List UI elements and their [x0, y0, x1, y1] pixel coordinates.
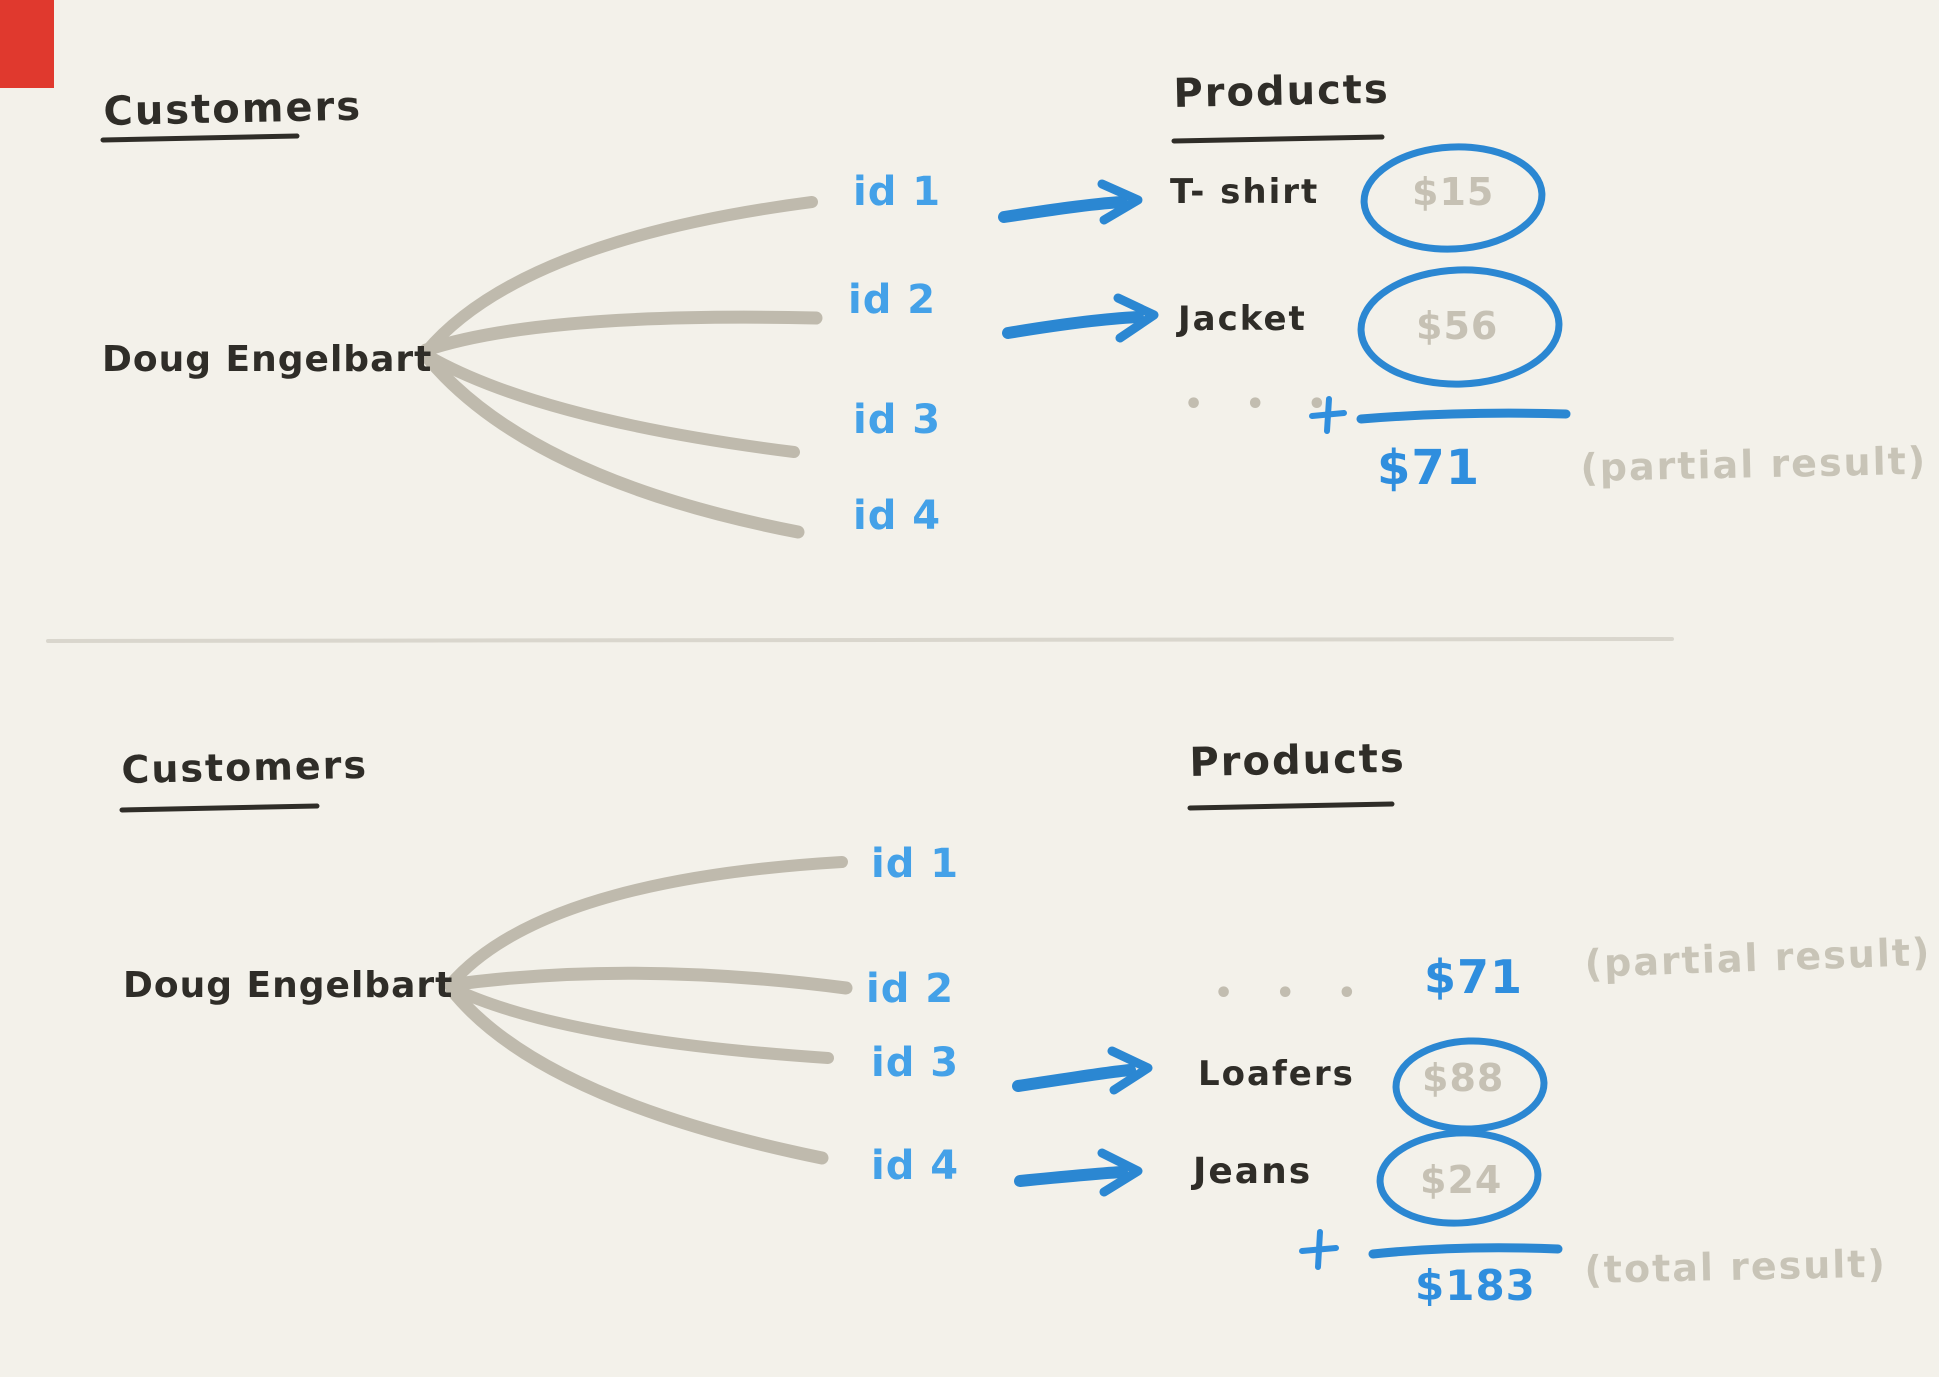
product-tshirt-label: T- shirt	[1170, 172, 1320, 212]
carryover-sum-value: $71	[1424, 950, 1524, 1004]
id2-label-bottom: id 2	[866, 966, 955, 1012]
products-heading-bottom: Products	[1188, 735, 1407, 786]
customer-name-bottom: Doug Engelbart	[123, 965, 454, 1006]
product-jeans-label: Jeans	[1193, 1151, 1313, 1192]
underline-customers-top	[100, 133, 300, 143]
partial-sum-value-top: $71	[1377, 440, 1481, 496]
fan-line-bottom-2	[443, 966, 853, 995]
total-sum-value: $183	[1415, 1261, 1536, 1310]
arrow-id2-jacket-head	[1113, 293, 1159, 343]
customer-name-top: Doug Engelbart	[102, 339, 433, 380]
arrow-id3-loafers-tail	[1012, 1064, 1136, 1092]
underline-products-bottom	[1187, 801, 1395, 811]
price-circle-88	[1392, 1037, 1548, 1133]
price-jacket-value: $56	[1416, 304, 1499, 348]
fan-line-bottom-1	[444, 856, 848, 991]
plus-sign-bottom-v	[1315, 1229, 1323, 1270]
fan-line-top-2	[419, 310, 823, 357]
ellipsis-dots-top: • • •	[1184, 387, 1343, 422]
arrow-id3-loafers-head	[1107, 1046, 1153, 1095]
products-heading-top: Products	[1172, 66, 1391, 117]
sum-line-bottom	[1368, 1243, 1563, 1259]
fan-line-bottom-4	[445, 983, 829, 1165]
underline-customers-bottom	[119, 803, 320, 813]
price-jeans-value: $24	[1420, 1158, 1503, 1202]
id1-label-bottom: id 1	[871, 841, 960, 887]
id4-label-top: id 4	[853, 493, 942, 539]
fan-line-bottom-3	[446, 982, 834, 1064]
price-tshirt-value: $15	[1412, 170, 1495, 214]
product-jacket-label: Jacket	[1178, 299, 1307, 339]
product-loafers-label: Loafers	[1198, 1054, 1355, 1094]
price-circle-15	[1360, 143, 1546, 253]
id3-label-top: id 3	[853, 397, 942, 443]
arrow-id1-tshirt-tail	[998, 196, 1128, 223]
arrow-id1-tshirt-head	[1097, 179, 1143, 225]
arrow-id2-jacket-tail	[1002, 311, 1144, 339]
arrow-id4-jeans-head	[1097, 1148, 1143, 1197]
underline-products-top	[1171, 134, 1385, 144]
price-circle-56	[1357, 266, 1563, 388]
id1-label-top: id 1	[853, 169, 942, 215]
partial-result-label-top: (partial result)	[1579, 438, 1928, 490]
id4-label-bottom: id 4	[871, 1143, 960, 1189]
price-loafers-value: $88	[1422, 1056, 1505, 1100]
fan-line-top-4	[421, 351, 805, 539]
red-corner-marker	[0, 0, 54, 88]
id3-label-bottom: id 3	[871, 1040, 960, 1086]
ellipsis-dots-bottom: • • •	[1214, 976, 1373, 1011]
customers-heading-bottom: Customers	[120, 742, 369, 792]
total-result-label: (total result)	[1583, 1241, 1888, 1292]
sum-line-top	[1356, 408, 1571, 424]
fan-line-top-1	[420, 196, 818, 358]
id2-label-top: id 2	[848, 277, 937, 323]
price-circle-24	[1376, 1129, 1542, 1227]
customers-heading-top: Customers	[102, 83, 363, 135]
arrow-id4-jeans-tail	[1014, 1166, 1128, 1187]
section-divider	[46, 637, 1674, 643]
plus-sign-top-v	[1324, 396, 1332, 434]
fan-line-top-3	[422, 350, 800, 458]
